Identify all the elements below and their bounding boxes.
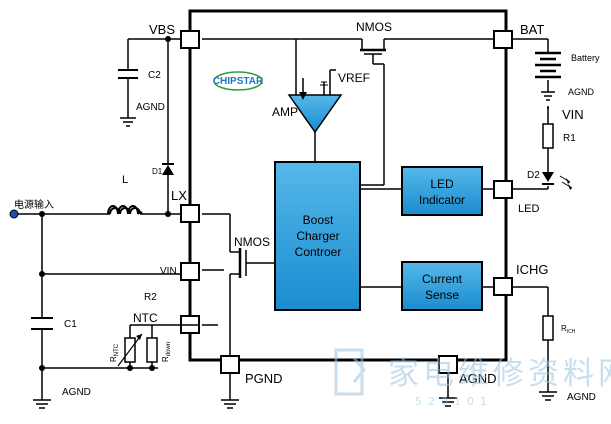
watermark-url: 520101	[415, 395, 493, 408]
resistor-rntc	[117, 333, 143, 367]
led-indicator-line-1: LED	[430, 177, 454, 191]
watermark-chars: 家电维修资料网	[388, 356, 611, 392]
nmos-top-transistor	[202, 38, 494, 186]
capacitor-c2	[118, 69, 138, 79]
amp-symbol	[287, 69, 343, 162]
pin-bat	[493, 30, 513, 49]
pin-label-vin: VIN	[160, 266, 177, 277]
battery-label: Battery	[571, 53, 600, 63]
pin-ichg	[493, 277, 513, 296]
led-indicator-line-2: Indicator	[419, 193, 465, 207]
current-sense-line-1: Current	[422, 272, 463, 286]
ground-c2	[120, 117, 136, 127]
junction-lx	[165, 211, 171, 217]
boost-charger-block	[274, 161, 361, 311]
rntc-sub: NTC	[114, 343, 120, 356]
nmos-top-label: NMOS	[356, 20, 392, 34]
led-d2	[542, 172, 573, 190]
led-indicator-block	[401, 166, 483, 216]
pin-label-ichg: ICHG	[516, 262, 549, 277]
rntc-r: R	[109, 356, 118, 362]
amp-label: AMP	[272, 105, 298, 119]
pin-label-pgnd: PGND	[245, 371, 283, 386]
right-external-wires	[447, 38, 549, 398]
current-sense-line-2: Sense	[425, 288, 459, 302]
richg-sub: ICH	[567, 329, 576, 335]
current-sense-block	[401, 261, 483, 311]
chipstar-logo: CHIPSTAR	[213, 71, 264, 91]
resistor-rdown	[146, 337, 158, 363]
pin-label-bat: BAT	[520, 22, 544, 37]
ground-pgnd	[221, 399, 239, 409]
pin-vin	[180, 262, 200, 281]
vref-label: VREF	[338, 71, 370, 85]
vin-right-node	[547, 107, 549, 109]
capacitor-c1	[31, 317, 53, 330]
pin-lx	[180, 204, 200, 223]
diode-d1-label: D1	[152, 167, 163, 176]
watermark: 家电维修资料网 520101	[334, 348, 611, 408]
ground-agnd-pin	[439, 397, 457, 407]
ground-ichg	[539, 391, 557, 401]
richg-r: R	[561, 324, 567, 333]
pin-label-lx: LX	[171, 188, 187, 203]
r2-label: R2	[144, 292, 157, 303]
vin-right-label: VIN	[562, 107, 584, 122]
pin-label-agnd: AGND	[459, 371, 497, 386]
ground-battery	[541, 91, 555, 101]
left-agnd-label: AGND	[62, 387, 91, 398]
junction-input	[39, 211, 45, 217]
boost-line-2: Charger	[296, 229, 339, 243]
nmos-mid-label: NMOS	[234, 235, 270, 249]
pin-label-ntc: NTC	[133, 311, 158, 325]
pin-boxes	[180, 30, 513, 374]
battery-symbol	[535, 51, 561, 79]
pin-vbs	[180, 30, 200, 49]
junction-vin	[39, 271, 45, 277]
resistor-r1	[542, 123, 554, 149]
rdown-r: R	[161, 356, 170, 362]
boost-line-1: Boost	[303, 213, 334, 227]
resistor-richg	[542, 315, 554, 341]
inductor-l	[109, 207, 141, 215]
c2-agnd-label: AGND	[136, 102, 165, 113]
c2-label: C2	[148, 70, 161, 81]
c1-label: C1	[64, 319, 77, 330]
pin-pgnd	[220, 355, 240, 374]
diode-d1	[162, 163, 174, 175]
input-terminal	[9, 209, 19, 219]
junction-vbs	[165, 36, 171, 42]
input-label: 电源输入	[14, 198, 54, 211]
rdown-label: Rdown	[161, 342, 172, 362]
inductor-label: L	[122, 174, 128, 186]
junction-ntc-a	[127, 365, 133, 371]
ichg-agnd-label: AGND	[567, 392, 596, 403]
internal-wires	[202, 188, 494, 356]
battery-agnd-label: AGND	[568, 87, 595, 97]
pin-label-led: LED	[518, 203, 539, 215]
boost-line-3: Controer	[295, 245, 342, 259]
chipstar-logo-text: CHIPSTAR	[213, 76, 264, 87]
junction-ntc-b	[149, 365, 155, 371]
rdown-sub: down	[166, 342, 172, 356]
ground-left	[33, 399, 51, 409]
pin-label-vbs: VBS	[149, 22, 175, 37]
d2-label: D2	[527, 170, 540, 181]
rntc-label: RNTC	[109, 343, 120, 362]
pin-led	[493, 180, 513, 199]
r1-label: R1	[563, 133, 576, 144]
richg-label: RICH	[561, 324, 576, 335]
junction-gnd	[39, 365, 45, 371]
